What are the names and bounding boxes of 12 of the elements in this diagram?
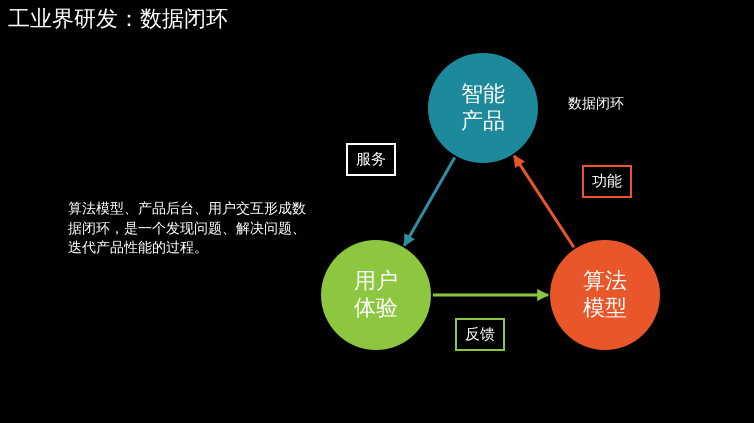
node-label: 算法模型 [582, 268, 628, 322]
node-label: 用户体验 [352, 268, 399, 322]
edge-label: 反馈 [455, 318, 505, 351]
edge-label: 服务 [346, 143, 396, 176]
note-label: 数据闭环 [568, 95, 625, 114]
arrow [433, 289, 550, 301]
node-label: 智能产品 [460, 80, 506, 136]
edge-label: 功能 [582, 165, 632, 198]
arrow [403, 156, 456, 247]
description-text: 算法模型、产品后台、用户交互形成数据闭环，是一个发现问题、解决问题、迭代产品性能的过程。 [68, 200, 307, 258]
title: 工业界研发：数据闭环 [8, 6, 228, 34]
arrow [512, 154, 576, 248]
